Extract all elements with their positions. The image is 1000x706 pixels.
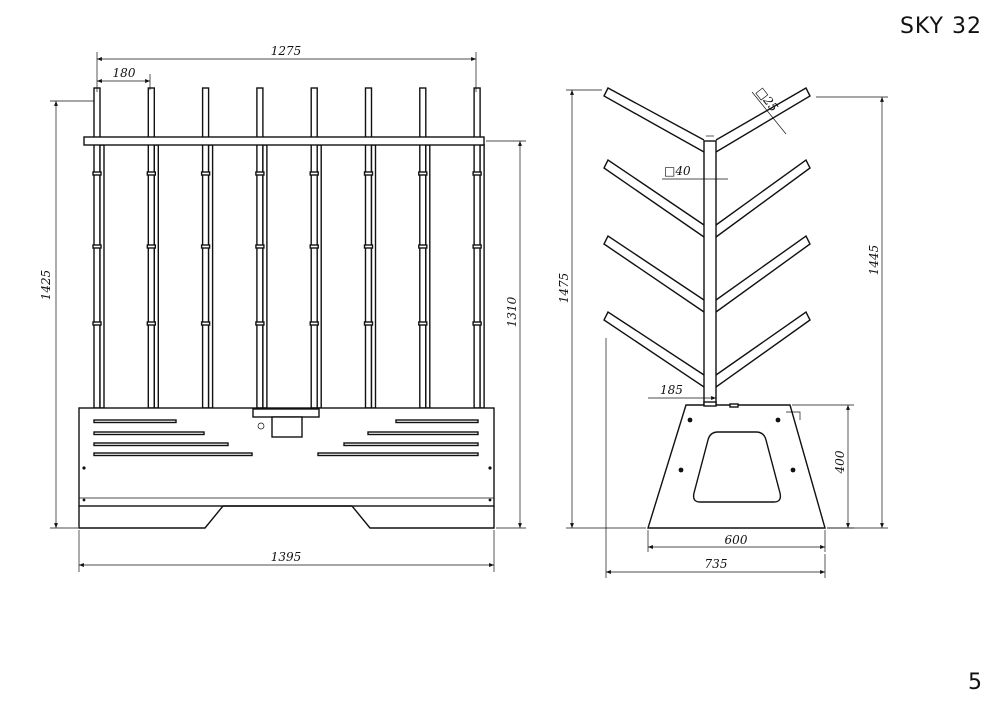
front-post [146, 87, 160, 409]
central-post [703, 140, 717, 406]
arm-left [603, 87, 705, 153]
svg-text:400: 400 [833, 450, 847, 474]
front-posts [92, 87, 485, 409]
svg-text:600: 600 [725, 533, 748, 547]
side-view: □25 □40 1475 1445 185 [557, 85, 888, 578]
dim-spacing: 180 [97, 66, 151, 90]
dim-base-height: 400 [792, 404, 854, 529]
arm-right [715, 234, 811, 313]
svg-text:735: 735 [705, 557, 728, 571]
arm-right [715, 310, 811, 388]
front-view: 1275 180 1425 1310 1395 [39, 44, 526, 572]
page-number: 5 [968, 670, 982, 695]
dim-side-total-height: 1475 [557, 89, 646, 529]
svg-text:1425: 1425 [39, 270, 53, 301]
svg-text:1275: 1275 [271, 44, 302, 58]
front-post [472, 87, 485, 409]
dim-base-width: 1395 [78, 530, 495, 572]
front-post [363, 87, 377, 409]
front-post [255, 87, 268, 409]
svg-text:□25: □25 [753, 85, 780, 115]
drawing-title: SKY 32 [899, 14, 982, 39]
dim-total-width: 1275 [96, 44, 477, 92]
dim-arm-profile: □25 [751, 85, 787, 135]
dim-post-offset: 185 [648, 383, 716, 400]
front-post [418, 87, 431, 409]
dim-base-top-width: 600 [647, 530, 826, 552]
svg-text:1475: 1475 [557, 273, 571, 304]
dim-frame-height: 1310 [486, 140, 526, 529]
front-post [309, 87, 322, 409]
arm-left [603, 310, 705, 388]
svg-text:1310: 1310 [505, 296, 519, 327]
side-arms [603, 87, 811, 388]
svg-text:180: 180 [113, 66, 136, 80]
svg-text:1395: 1395 [271, 550, 302, 564]
front-base [78, 407, 495, 529]
svg-text:185: 185 [660, 383, 683, 397]
front-post [92, 87, 105, 409]
dim-total-height: 1425 [39, 100, 94, 529]
svg-text:□40: □40 [664, 164, 691, 178]
top-crossbar [83, 136, 485, 146]
arm-right [715, 158, 811, 238]
front-post [200, 87, 214, 409]
arm-left [603, 158, 705, 238]
svg-text:1445: 1445 [867, 245, 881, 276]
side-base [647, 401, 826, 529]
dim-side-base-width: 735 [605, 338, 826, 578]
dim-post-profile: □40 [662, 164, 728, 180]
arm-left [603, 234, 705, 313]
dim-arm-height: 1445 [816, 96, 888, 529]
arm-right [715, 87, 811, 153]
